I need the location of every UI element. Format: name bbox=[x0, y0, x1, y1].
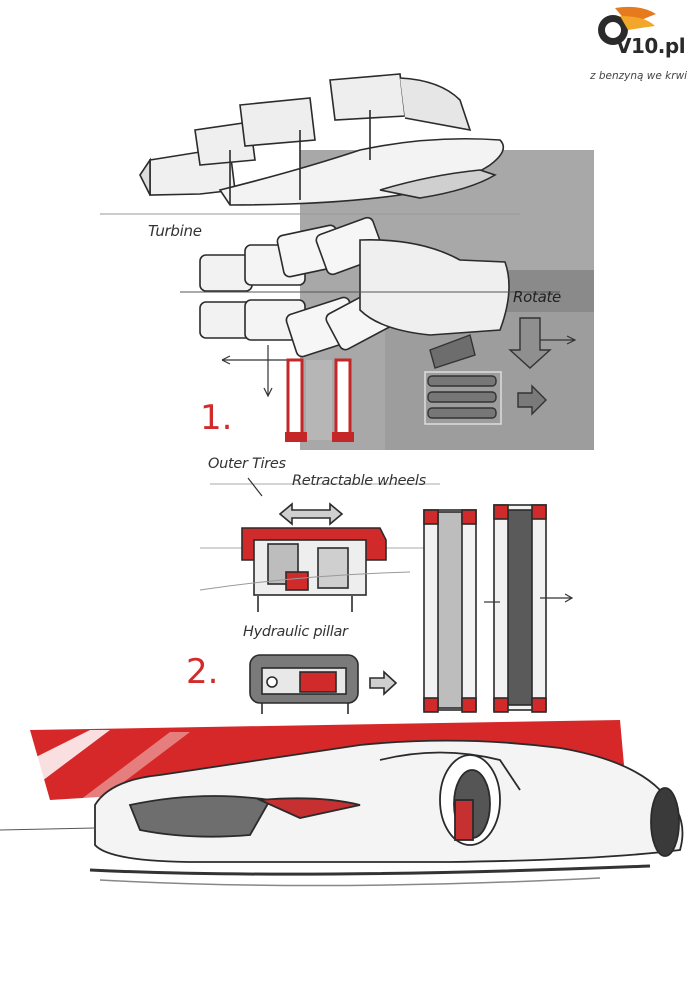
red-banner-stripe bbox=[30, 730, 110, 790]
step-number-1: 1. bbox=[200, 398, 233, 438]
rotating-turbine-sketch bbox=[180, 216, 577, 398]
wheel-detail-sketch bbox=[199, 477, 440, 612]
rotate-arrows bbox=[424, 317, 552, 425]
label-turbine: Turbine bbox=[148, 222, 202, 240]
turbine-ship-sketch bbox=[100, 73, 520, 215]
hydraulic-pillar-sketch bbox=[249, 654, 398, 714]
wheel-side-views bbox=[423, 504, 574, 713]
retractable-legs bbox=[285, 358, 354, 442]
label-rotate: Rotate bbox=[513, 288, 561, 306]
red-banner-stripe-2 bbox=[80, 732, 190, 800]
label-hydraulic-pillar: Hydraulic pillar bbox=[243, 624, 348, 640]
label-outer-tires: Outer Tires bbox=[208, 456, 286, 472]
logo-tagline: z benzyną we krwi bbox=[590, 70, 688, 82]
label-retractable-wheels: Retractable wheels bbox=[292, 473, 426, 489]
logo-brand[interactable]: V10.pl bbox=[616, 34, 686, 58]
logo-wheel-icon bbox=[598, 6, 656, 45]
step-number-2: 2. bbox=[186, 652, 219, 692]
concept-car-sketch bbox=[0, 739, 684, 887]
